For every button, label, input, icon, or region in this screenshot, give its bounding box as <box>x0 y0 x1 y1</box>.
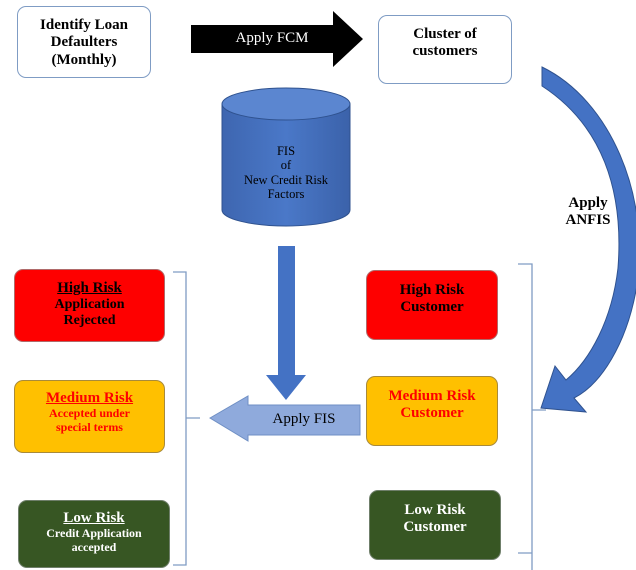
apply-anfis-label: Apply ANFIS <box>560 195 616 230</box>
apply-anfis-arrow <box>540 66 636 413</box>
anfis-line-1: Apply <box>568 195 608 211</box>
low-decision-line-1: Credit Application <box>46 526 142 541</box>
identify-line-3: (Monthly) <box>51 51 117 68</box>
customers-bracket <box>518 263 546 570</box>
fis-line-4: Factors <box>267 187 305 202</box>
fis-database-cylinder <box>221 87 351 227</box>
medium-decision-title: Medium Risk <box>45 390 134 406</box>
apply-fcm-arrow <box>191 11 363 67</box>
apply-fis-arrow <box>209 395 361 442</box>
identify-line-1: Identify Loan <box>40 17 128 33</box>
low-risk-customer-box: Low Risk Customer <box>369 490 501 560</box>
fis-line-2: of <box>280 158 292 173</box>
low-customer-line-2: Customer <box>403 519 467 536</box>
cluster-line-1: Cluster of <box>413 26 477 42</box>
low-risk-decision-box: Low Risk Credit Application accepted <box>18 500 170 568</box>
high-customer-line-2: Customer <box>400 299 464 316</box>
decisions-bracket <box>173 271 200 566</box>
medium-risk-customer-box: Medium Risk Customer <box>366 376 498 446</box>
low-customer-line-1: Low Risk <box>404 502 466 518</box>
high-risk-customer-box: High Risk Customer <box>366 270 498 340</box>
high-risk-decision-box: High Risk Application Rejected <box>14 269 165 342</box>
high-customer-line-1: High Risk <box>399 282 465 298</box>
medium-decision-line-1: Accepted under <box>49 406 130 421</box>
low-decision-title: Low Risk <box>63 510 125 526</box>
identify-loan-defaulters-box: Identify Loan Defaulters (Monthly) <box>17 6 151 78</box>
medium-decision-line-2: special terms <box>56 420 123 435</box>
medium-risk-decision-box: Medium Risk Accepted under special terms <box>14 380 165 453</box>
fis-line-1: FIS <box>276 144 296 158</box>
apply-fcm-label: Apply FCM <box>235 30 309 46</box>
identify-line-2: Defaulters <box>50 34 118 51</box>
low-decision-line-2: accepted <box>71 540 117 555</box>
anfis-line-2: ANFIS <box>565 212 611 229</box>
apply-fis-label: Apply FIS <box>272 411 336 427</box>
high-decision-title: High Risk <box>57 280 122 296</box>
high-decision-line-2: Rejected <box>63 313 116 329</box>
high-decision-line-1: Application <box>54 297 125 313</box>
medium-customer-line-2: Customer <box>400 405 464 422</box>
fis-down-arrow <box>266 246 306 400</box>
fis-label: FIS of New Credit Risk Factors <box>226 144 346 202</box>
medium-customer-line-1: Medium Risk <box>388 388 476 404</box>
cluster-of-customers-box: Cluster of customers <box>378 15 512 84</box>
cluster-line-2: customers <box>412 43 478 60</box>
fis-line-3: New Credit Risk <box>243 172 329 187</box>
